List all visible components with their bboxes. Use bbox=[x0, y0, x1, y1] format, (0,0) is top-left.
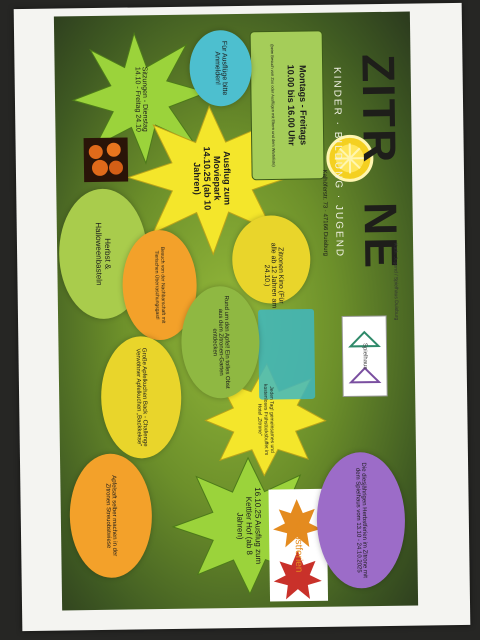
hours-title: Montags - Freitags bbox=[297, 64, 309, 146]
halloween-text: Herbst & Halloweenbasteln bbox=[93, 222, 113, 286]
poster-shapes bbox=[71, 30, 388, 602]
breakfast-text: Jeden Tag! gemeinsames und kostenloses F… bbox=[256, 383, 275, 456]
visit-text: Besuch von der Nachbarschaft mit Tierisc… bbox=[153, 246, 167, 324]
meeting-text: Sitzungen - Dienstag 14.10 - Freitag 24.… bbox=[133, 66, 149, 132]
spielhaus-logo-icon bbox=[341, 315, 388, 398]
moviepark-text: Ausflug zum Moviepark 14.10.25 (ab 10 Ja… bbox=[191, 146, 233, 211]
holiday-poster: ZITRONE KINDER · BILDUNG · JUGEND Kalhöf… bbox=[53, 11, 419, 611]
holiday-text: Die diesjährigen Herbstferien im Zitrone… bbox=[354, 462, 368, 578]
maple-leaf-icon bbox=[268, 488, 329, 602]
brand-address: Kalhöferstr. 73 · 47166 Duisburg bbox=[321, 169, 329, 256]
herbstferien-label: Herbstferien bbox=[292, 517, 305, 573]
brand-logo: ZITRONE bbox=[352, 53, 408, 271]
trip-note: Für Ausflüge bitte Anmelden! bbox=[213, 40, 228, 96]
hours-box bbox=[249, 30, 325, 181]
juice-text: Apfelsaft selber machen in der Zitronen … bbox=[104, 475, 118, 557]
kettler-text: 16.10.25 Ausflug zum Kettler Hof (ab 8 J… bbox=[235, 487, 264, 565]
pumpkin-icon bbox=[83, 137, 129, 183]
garden-text: Rund um den Apfel! Ein tolles Obst aus d… bbox=[211, 295, 231, 389]
lemon-slice-icon bbox=[326, 134, 374, 182]
org-stamp: Kath. Jugend / Spielhaus Duisburg bbox=[392, 243, 400, 321]
spielhaus-caption: Spielhaus bbox=[361, 342, 368, 370]
cake-text: Große Apfelkuchen Back - Challenge Verwö… bbox=[134, 347, 148, 447]
meeting-star bbox=[71, 31, 209, 165]
hours-time: 10.00 bis 16.00 Uhr bbox=[285, 64, 297, 146]
teal-box bbox=[258, 308, 316, 400]
zitronenkino-text: Zitronen Kino (Für alle ab 12 Jahren am … bbox=[262, 242, 285, 309]
